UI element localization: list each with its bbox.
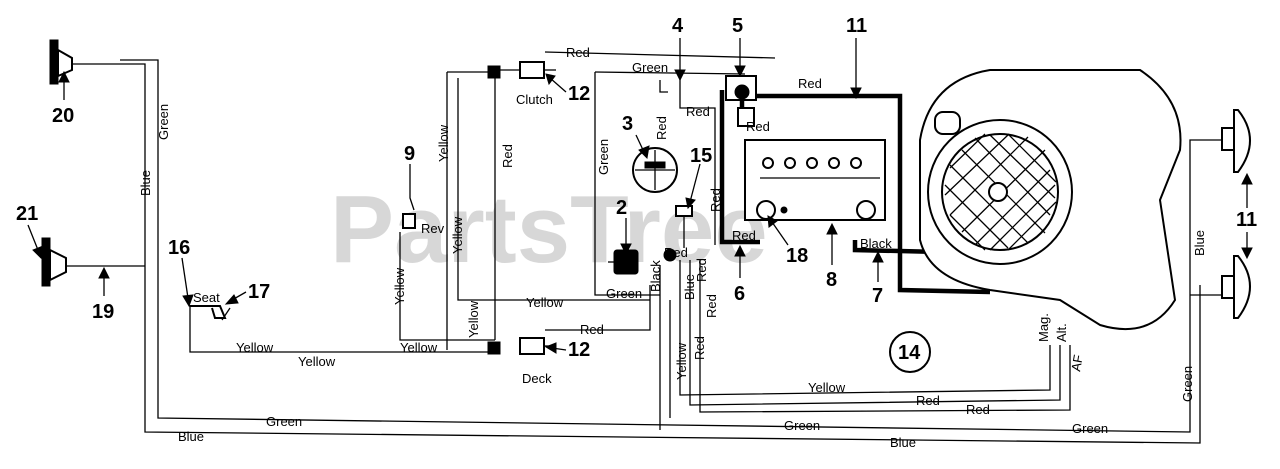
callout-arrows: [27, 38, 1253, 354]
wire-label-yellow-vert-1: Yellow: [436, 124, 451, 162]
ammeter: [632, 147, 678, 193]
wire-label-red-vert-a: Red: [694, 258, 709, 282]
wire-label-red-top: Red: [566, 45, 590, 60]
wire-label-yellow-mid: Yellow: [526, 295, 564, 310]
wire-label-blue-vert: Blue: [682, 274, 697, 300]
left-light-top: [49, 39, 125, 85]
wire-label-green-2: Green: [606, 286, 642, 301]
wire-label-red-vert-b: Red: [704, 294, 719, 318]
wire-label-red-15: Red: [664, 245, 688, 260]
wire-label-red-vert-c: Red: [692, 336, 707, 360]
callout-12-top: 12: [568, 83, 590, 105]
wire-label-red-solenoid: Red: [798, 76, 822, 91]
callout-6: 6: [734, 283, 745, 305]
seat-switch: [190, 305, 231, 321]
callout-12-bottom: 12: [568, 339, 590, 361]
right-headlight-top: [1221, 109, 1251, 173]
callout-8: 8: [826, 269, 837, 291]
wire-label-red-vert-15: Red: [708, 188, 723, 212]
engine: [919, 69, 1182, 331]
wire-label-red-5: Red: [746, 119, 770, 134]
wire-label-red-vert-3: Red: [654, 116, 669, 140]
callout-4: 4: [672, 15, 684, 37]
wire-label-blue-bottom-left: Blue: [178, 429, 204, 444]
deck-label: Deck: [522, 371, 552, 386]
wire-label-blue-vert-right: Blue: [1192, 230, 1207, 256]
wire-label-green-top: Green: [632, 60, 668, 75]
callout-14: 14: [898, 342, 921, 364]
wire-label-yellow-rev: Yellow: [400, 340, 438, 355]
wire-label-yellow-vert-5: Yellow: [674, 342, 689, 380]
wires: [108, 51, 1225, 444]
deck-connector: [487, 337, 556, 355]
wire-label-green-left: Green: [156, 104, 171, 140]
callout-21: 21: [16, 203, 38, 225]
wire-label-green-bottom-left: Green: [266, 414, 302, 429]
mag-label: Mag.: [1036, 313, 1051, 342]
wire-label-black-7: Black: [860, 236, 892, 251]
watermark: PartsTree: [330, 176, 768, 283]
wire-label-green-bottom-mid: Green: [784, 418, 820, 433]
callout-3: 3: [622, 113, 633, 135]
callout-14-circle: 14: [889, 331, 931, 373]
callout-7: 7: [872, 285, 883, 307]
clutch-connector: [487, 61, 556, 79]
battery-cables: [719, 90, 991, 295]
wire-label-yellow-vert-4: Yellow: [466, 300, 481, 338]
wire-label-red-vert-clutch: Red: [500, 144, 515, 168]
callout-15: 15: [690, 145, 712, 167]
wire-label-red-engine-1: Red: [916, 393, 940, 408]
callout-5: 5: [732, 15, 743, 37]
wire-label-red-deck: Red: [580, 322, 604, 337]
wire-label-yellow-vert-3: Yellow: [392, 267, 407, 305]
wire-label-yellow-bottom: Yellow: [298, 354, 336, 369]
wire-label-green-vert-right: Green: [1180, 366, 1195, 402]
af-label: AF: [1068, 353, 1086, 372]
wire-label-blue-left: Blue: [138, 170, 153, 196]
wire-label-yellow-engine: Yellow: [808, 380, 846, 395]
callout-17: 17: [248, 281, 270, 303]
wire-label-blue-bottom-right: Blue: [890, 435, 916, 450]
callout-18: 18: [786, 245, 808, 267]
callout-20: 19: [92, 301, 114, 323]
callout-10: 11: [846, 15, 867, 37]
callout-2: 2: [616, 197, 627, 219]
seat-label: Seat: [193, 290, 220, 305]
right-headlight-bottom: [1221, 255, 1251, 319]
wire-label-red-engine-2: Red: [966, 402, 990, 417]
callout-16: 16: [168, 237, 190, 259]
fuse-holder: [663, 205, 693, 262]
left-light-bottom: [41, 237, 108, 287]
callout-11: 11: [1236, 209, 1257, 231]
callout-9: 9: [404, 143, 415, 165]
rev-label: Rev: [421, 221, 445, 236]
reverse-switch: [402, 180, 416, 229]
alt-label: Alt.: [1054, 323, 1069, 342]
callout-19: 20: [52, 105, 74, 127]
wire-label-yellow-seat: Yellow: [236, 340, 274, 355]
wire-label-black-vert: Black: [648, 260, 663, 292]
wire-label-red-4: Red: [686, 104, 710, 119]
clutch-label: Clutch: [516, 92, 553, 107]
wire-label-green-vert: Green: [596, 139, 611, 175]
wire-label-red-6: Red: [732, 228, 756, 243]
wire-label-yellow-vert-2: Yellow: [450, 216, 465, 254]
battery: [744, 139, 886, 221]
wire-label-green-bottom-right: Green: [1072, 421, 1108, 436]
solenoid: [725, 75, 757, 127]
